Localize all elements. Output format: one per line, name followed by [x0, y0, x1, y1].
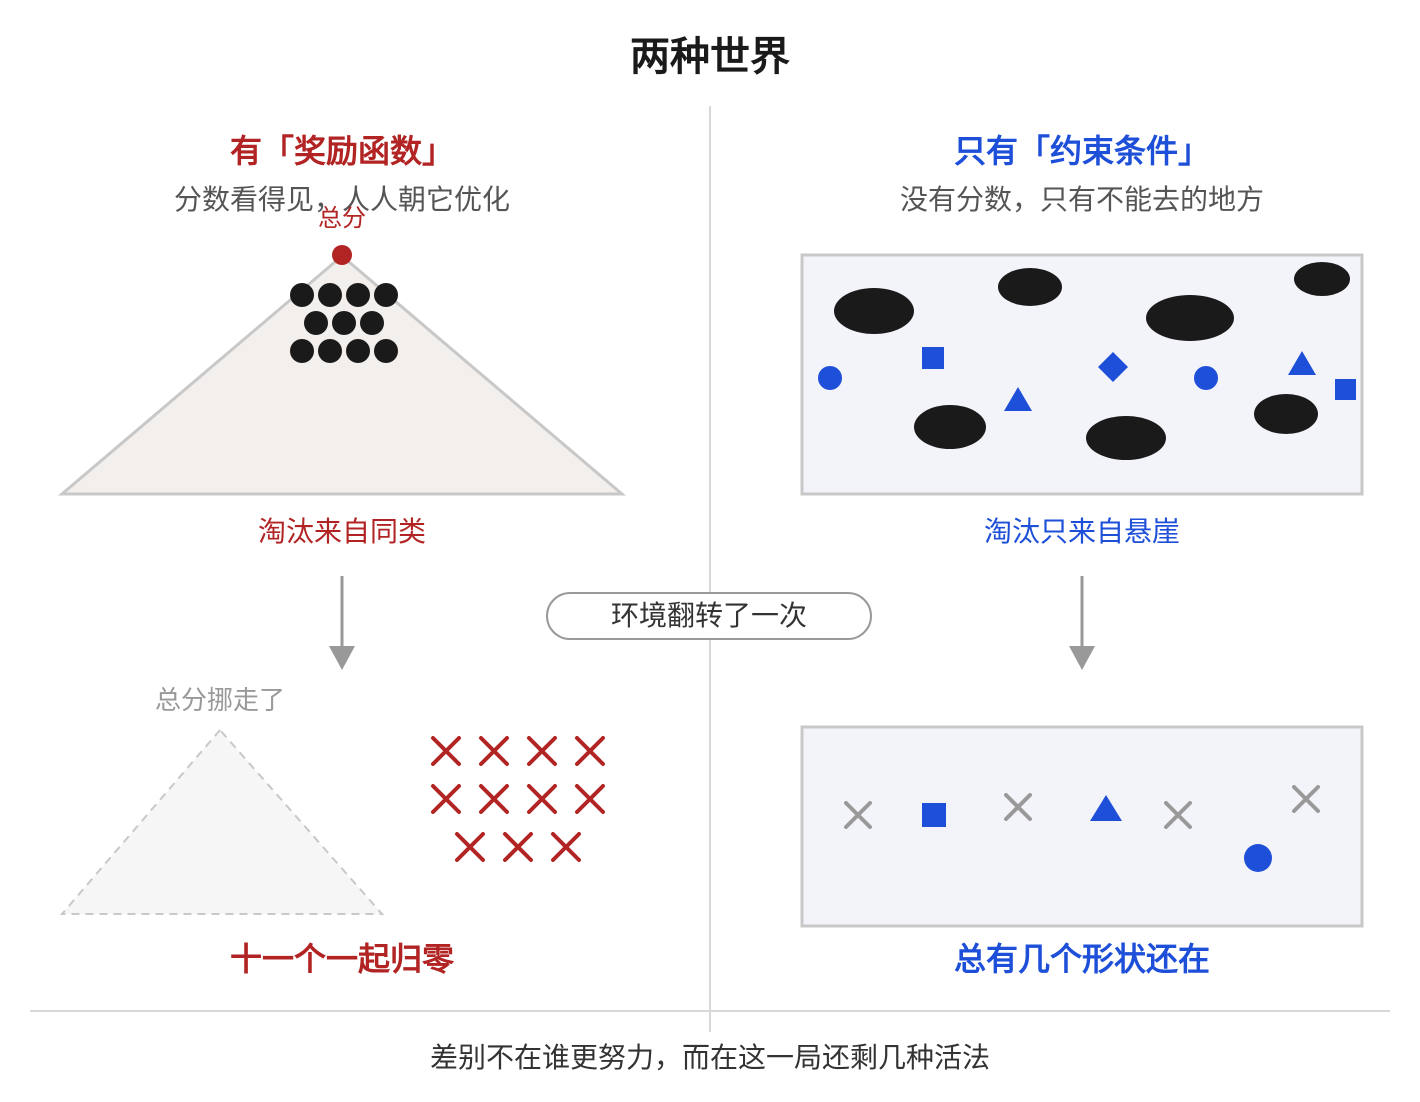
player-dot	[318, 339, 342, 363]
left-down-arrow	[329, 576, 355, 670]
player-dot	[374, 339, 398, 363]
left-heading: 有「奖励函数」	[229, 132, 454, 170]
player-dot	[290, 339, 314, 363]
x-mark	[527, 784, 557, 814]
player-dot	[332, 311, 356, 335]
diagram-title: 两种世界	[630, 34, 790, 80]
x-mark	[575, 784, 605, 814]
x-mark	[551, 832, 581, 862]
survivor-field	[800, 725, 1364, 928]
player-dot	[346, 339, 370, 363]
x-mark	[455, 832, 485, 862]
diverse-shapes	[818, 347, 1356, 411]
right-down-arrow	[1069, 576, 1095, 670]
gray-x-mark	[1164, 801, 1192, 829]
player-dot	[318, 283, 342, 307]
player-dot	[290, 283, 314, 307]
x-mark	[431, 784, 461, 814]
left-caption-bottom: 十一个一起归零	[229, 940, 454, 978]
gray-x-mark	[1292, 785, 1320, 813]
cliff-obstacle	[834, 288, 914, 334]
diamond-shape	[1098, 352, 1128, 382]
x-mark	[575, 736, 605, 766]
left-caption-top: 淘汰来自同类	[257, 515, 426, 548]
square-shape	[922, 803, 946, 827]
cliffs	[834, 262, 1350, 460]
right-caption-bottom: 总有几个形状还在	[953, 940, 1210, 978]
x-mark	[527, 736, 557, 766]
player-dot	[374, 283, 398, 307]
triangle-shape	[1004, 387, 1032, 411]
surviving-shapes	[922, 795, 1272, 872]
x-mark	[479, 736, 509, 766]
triangle-shape	[1090, 795, 1122, 821]
circle-shape	[1244, 844, 1272, 872]
peak-label: 总分	[318, 204, 366, 232]
cliff-obstacle	[1146, 295, 1234, 341]
gray-x-mark	[844, 801, 872, 829]
cliff-obstacle	[1086, 416, 1166, 460]
ghost-triangle	[59, 728, 385, 915]
score-triangle	[57, 254, 627, 496]
player-dot	[304, 311, 328, 335]
circle-shape	[1194, 366, 1218, 390]
cliff-obstacle	[1294, 262, 1350, 296]
cliff-obstacle	[998, 268, 1062, 306]
right-subheading: 没有分数，只有不能去的地方	[899, 183, 1264, 216]
right-caption-top: 淘汰只来自悬崖	[983, 515, 1180, 548]
triangle-shape	[1288, 351, 1316, 375]
left-subheading: 分数看得见，人人朝它优化	[173, 183, 510, 216]
lost-marks	[844, 785, 1320, 829]
center-tag: 环境翻转了一次	[546, 592, 872, 640]
eliminated-marks	[431, 736, 605, 862]
footer-text: 差别不在谁更努力，而在这一局还剩几种活法	[429, 1041, 990, 1074]
peak-dot	[332, 245, 352, 265]
x-mark	[431, 736, 461, 766]
cliff-obstacle	[1254, 394, 1318, 434]
player-dot	[360, 311, 384, 335]
x-mark	[479, 784, 509, 814]
right-heading: 只有「约束条件」	[953, 132, 1210, 170]
player-dots	[290, 283, 398, 363]
circle-shape	[818, 366, 842, 390]
x-mark	[503, 832, 533, 862]
square-shape	[1335, 379, 1356, 400]
gray-x-mark	[1004, 793, 1032, 821]
removed-label: 总分挪走了	[154, 686, 285, 716]
player-dot	[346, 283, 370, 307]
square-shape	[922, 347, 944, 369]
cliff-obstacle	[914, 405, 986, 449]
